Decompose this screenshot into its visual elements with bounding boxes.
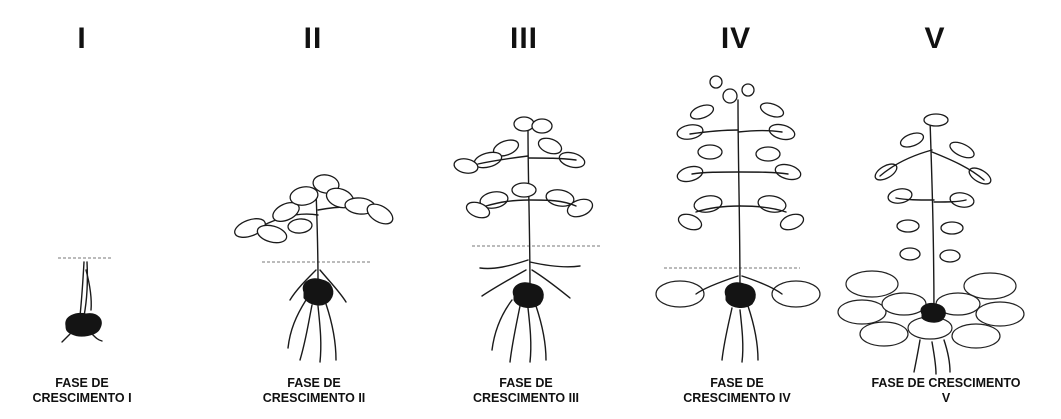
stage-caption-5-line2: V	[846, 391, 1046, 406]
plant-stage-5	[838, 114, 1024, 374]
plant-stage-4	[656, 76, 820, 362]
stage-caption-3-line1: FASE DE	[431, 376, 621, 391]
stage-caption-3: FASE DE CRESCIMENTO III	[431, 376, 621, 406]
stage-caption-4: FASE DE CRESCIMENTO IV	[642, 376, 832, 406]
stage-caption-4-line2: CRESCIMENTO IV	[642, 391, 832, 406]
stage-caption-2-line2: CRESCIMENTO II	[219, 391, 409, 406]
stage-caption-5-line1: FASE DE CRESCIMENTO	[846, 376, 1046, 391]
plant-stage-2	[232, 173, 396, 362]
stage-caption-1-line1: FASE DE	[0, 376, 177, 391]
plant-stage-3	[453, 117, 600, 362]
stage-caption-2: FASE DE CRESCIMENTO II	[219, 376, 409, 406]
stage-caption-1: FASE DE CRESCIMENTO I	[0, 376, 177, 406]
stage-caption-3-line2: CRESCIMENTO III	[431, 391, 621, 406]
stage-caption-5: FASE DE CRESCIMENTO V	[846, 376, 1046, 406]
plant-stage-1	[58, 258, 112, 342]
stage-caption-2-line1: FASE DE	[219, 376, 409, 391]
stage-caption-4-line1: FASE DE	[642, 376, 832, 391]
stage-caption-1-line2: CRESCIMENTO I	[0, 391, 177, 406]
